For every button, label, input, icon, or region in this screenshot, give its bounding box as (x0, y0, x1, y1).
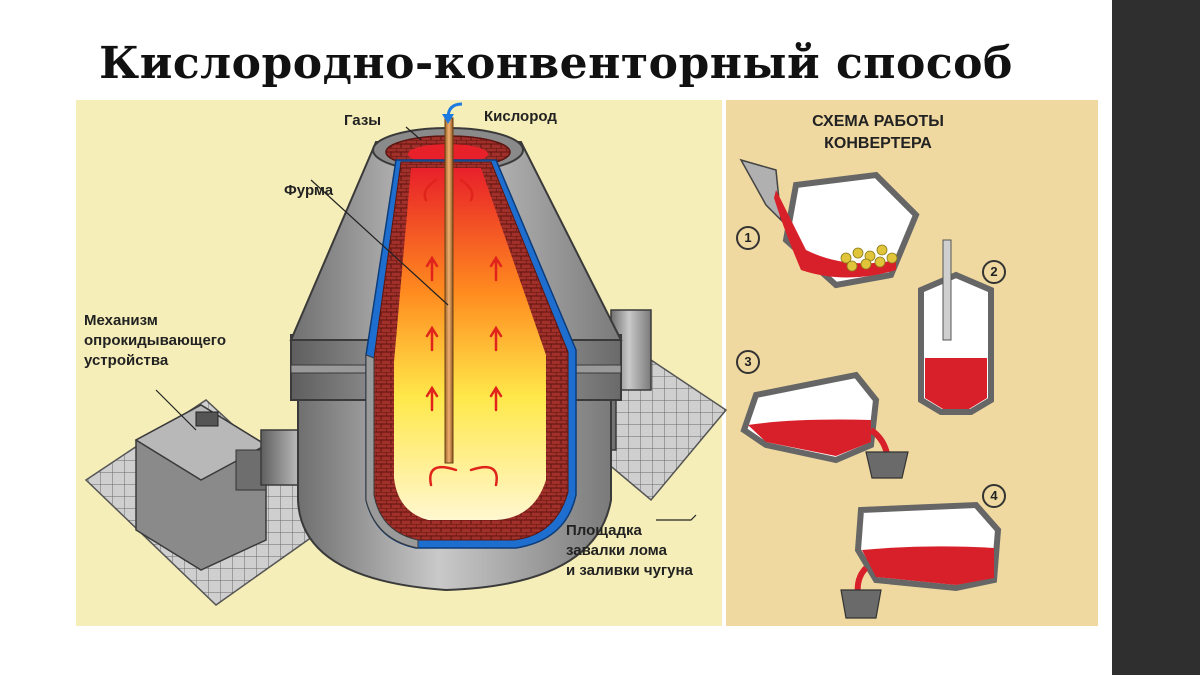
label-mechanism-line2: опрокидывающего (84, 332, 226, 349)
leader-lines (155, 126, 697, 521)
label-platform-line3: и заливки чугуна (566, 562, 693, 579)
label-oxygen: Кислород (484, 108, 557, 125)
scheme-step-1 (739, 158, 920, 289)
converter-cutaway (365, 159, 577, 549)
scheme-step-3 (740, 371, 909, 479)
step-number-2: 2 (982, 260, 1006, 284)
scheme-step-4 (840, 501, 1002, 619)
lance (444, 117, 454, 464)
scheme-title-line2: КОНВЕРТЕРА (824, 135, 932, 152)
oxygen-arrowhead (442, 114, 454, 124)
label-platform-line1: Площадка (566, 522, 642, 539)
label-gases: Газы (344, 112, 382, 129)
label-platform-line2: завалки лома (566, 542, 667, 559)
label-mechanism-line3: устройства (84, 352, 169, 369)
label-lance: Фурма (284, 182, 334, 199)
label-mechanism-line1: Механизм (84, 312, 158, 329)
side-panel (1112, 0, 1200, 675)
step-number-3: 3 (736, 350, 760, 374)
scheme-title-line1: СХЕМА РАБОТЫ (812, 113, 944, 130)
slide-title: Кислородно-конвенторный способ (99, 38, 1013, 89)
step-number-1: 1 (736, 226, 760, 250)
scheme-step-2 (918, 239, 994, 415)
converter-illustration (76, 100, 1098, 626)
converter-figure: Газы Кислород Фурма Механизм опрокидываю… (76, 100, 1098, 626)
step-number-4: 4 (982, 484, 1006, 508)
slide: Кислородно-конвенторный способ (76, 38, 1098, 626)
